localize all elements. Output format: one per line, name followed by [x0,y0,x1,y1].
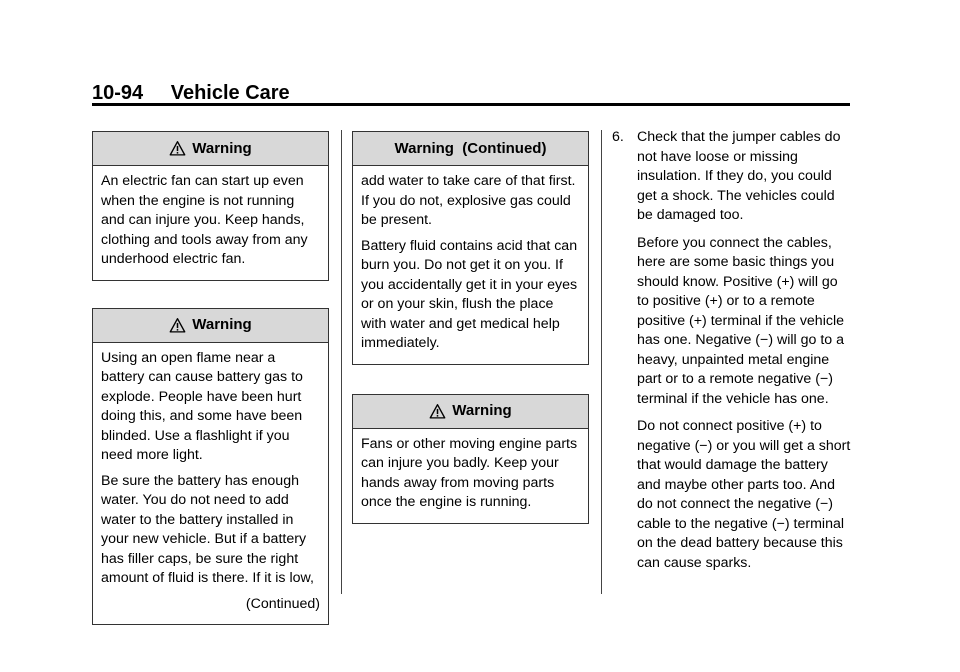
procedure-step: 6. Check that the jumper cables do not h… [612,128,852,581]
warning-title: Warning (Continued) [394,139,547,157]
warning-title: Warning [452,402,512,420]
continued-label: (Continued) [245,595,320,612]
warning-text: An electric fan can start up even when t… [101,173,308,267]
warning-text: Fans or other moving engine parts can in… [361,435,578,511]
right-column: 6. Check that the jumper cables do not h… [612,128,852,581]
warning-box-fan: Warning An electric fan can start up eve… [92,131,329,281]
warning-title: Warning [192,316,252,334]
page-number: 10-94 [92,82,144,104]
section-title: Vehicle Care [170,82,290,104]
warning-paragraph: Using an open flame near a battery can c… [101,349,303,464]
header-rule [92,103,850,106]
step-number: 6. [612,129,624,145]
warning-box-moving-parts: Warning Fans or other moving engine part… [352,393,589,524]
warning-triangle-icon [169,141,186,156]
warning-box-continued: Warning (Continued) add water to take ca… [352,131,589,365]
warning-box-battery: Warning Using an open flame near a batte… [92,307,329,625]
page-header: 10-94 Vehicle Care [92,82,290,105]
warning-paragraph: Be sure the battery has enough water. Yo… [101,472,314,587]
step-paragraph: Check that the jumper cables do not have… [637,129,841,223]
warning-paragraph: Battery fluid contains acid that can bur… [361,237,578,352]
step-paragraph: Before you connect the cables, here are … [637,234,845,407]
column-divider-1 [341,130,342,594]
middle-column: Warning (Continued) add water to take ca… [352,131,589,524]
step-paragraph: Do not connect positive (+) to negative … [637,418,851,571]
warning-title: Warning [192,139,252,157]
left-column: Warning An electric fan can start up eve… [92,131,329,625]
warning-triangle-icon [429,403,446,419]
column-divider-2 [601,130,602,594]
warning-triangle-icon [169,317,186,333]
warning-header: Warning (Continued) [353,132,588,166]
warning-header: Warning [93,308,328,343]
warning-header: Warning [353,394,588,429]
warning-header: Warning [93,132,328,166]
warning-paragraph: add water to take care of that first. If… [361,173,576,228]
